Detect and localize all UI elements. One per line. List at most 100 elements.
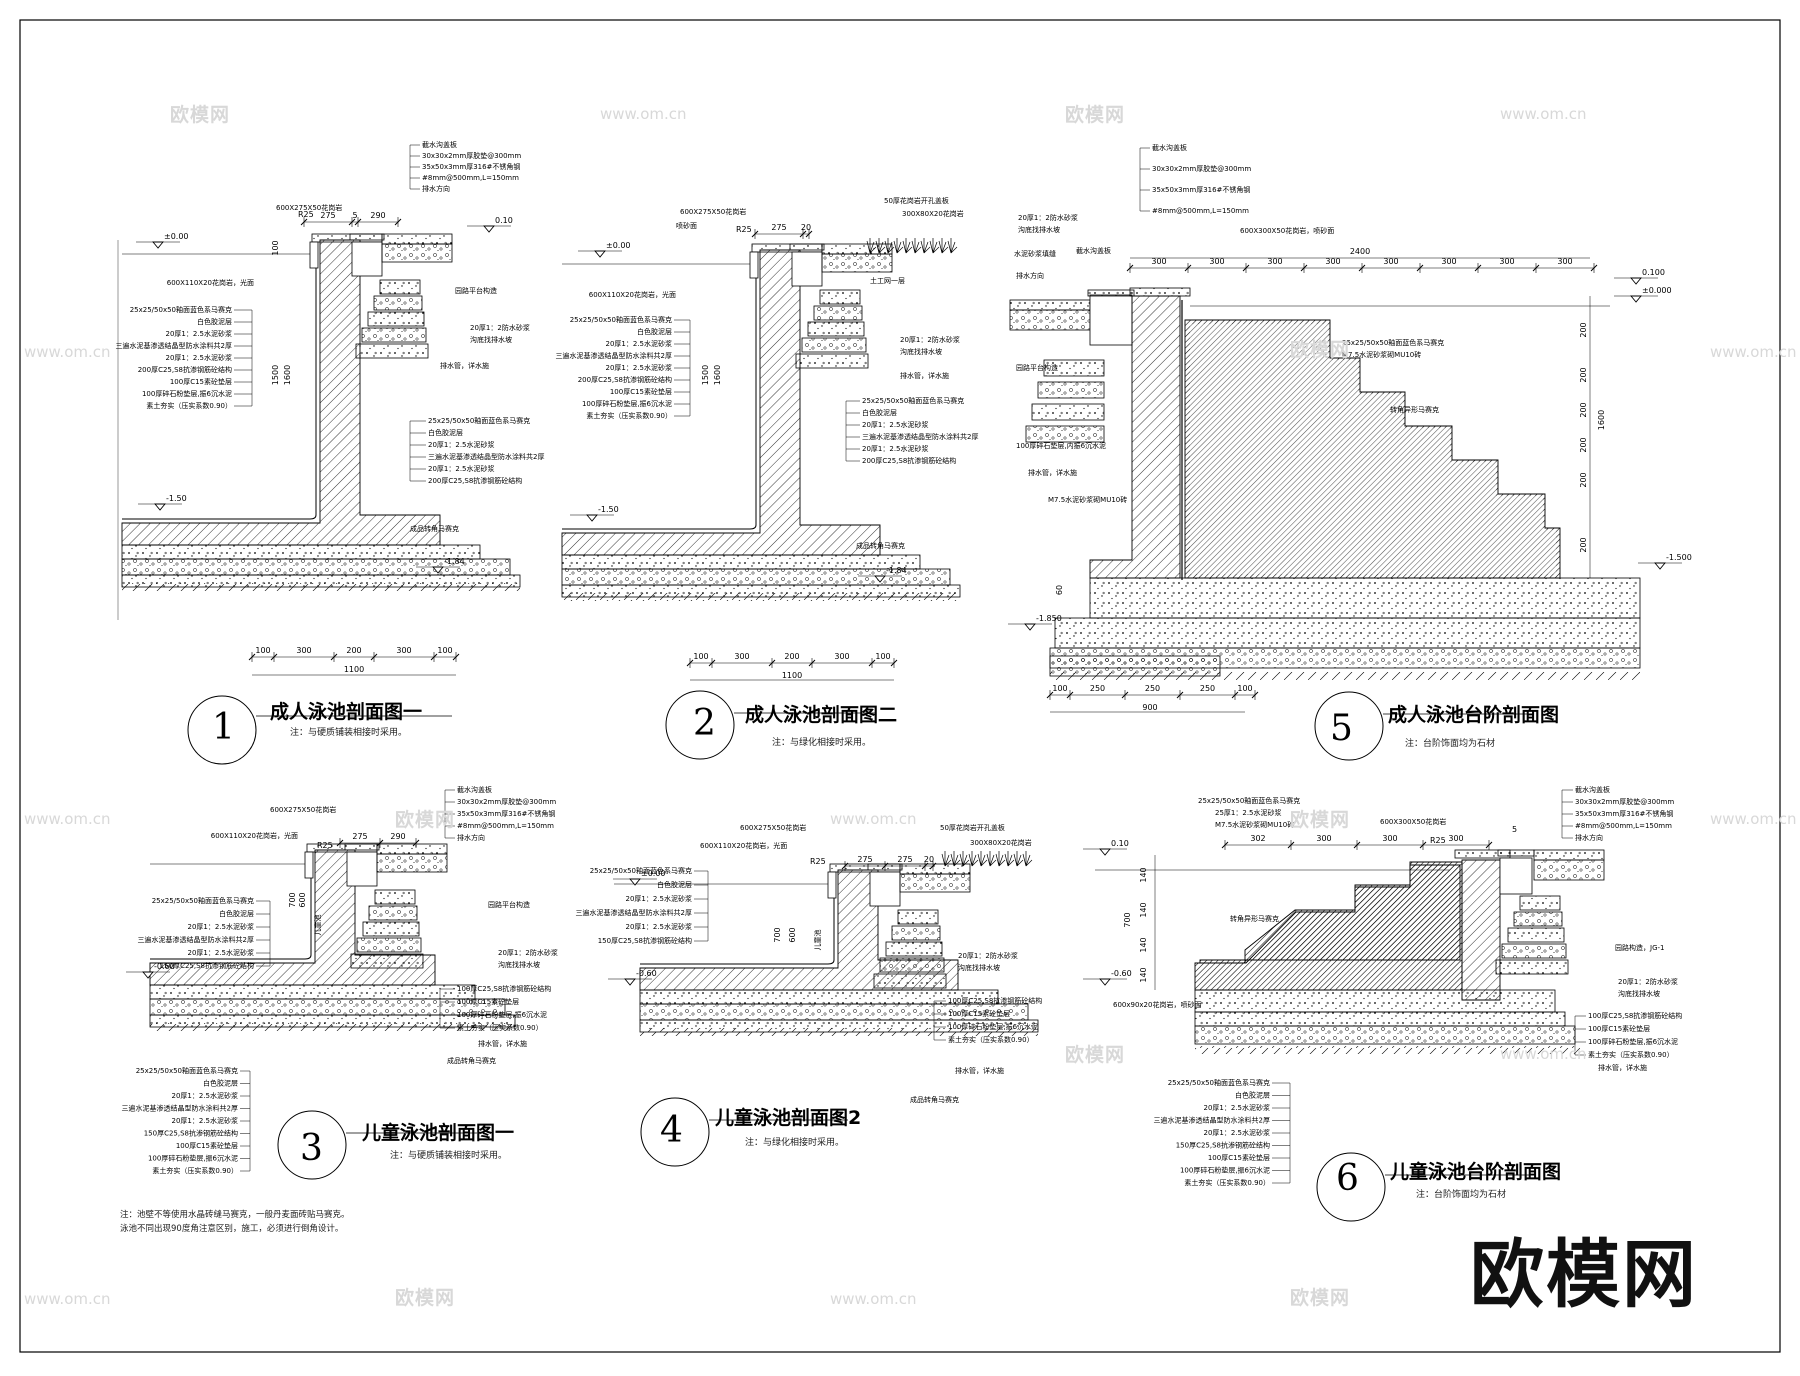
sheet-border [19, 19, 1781, 1353]
drawing-label: 140 [1139, 967, 1148, 982]
drawing-label: 600X300X50花岗岩 [1380, 817, 1446, 826]
drawing-label: 100 [693, 652, 708, 661]
drawing-label: 100 [1237, 684, 1252, 693]
drawing-line [1242, 264, 1250, 272]
drawing-line [1066, 691, 1074, 699]
drawing-label: 排水方向 [457, 833, 485, 842]
drawing-label: 园路平台构造 [1016, 363, 1058, 372]
drawing-label: 素土夯实（压实系数0.90） [948, 1035, 1034, 1044]
drawing-label: 300 [1316, 834, 1331, 843]
grass-symbol [875, 238, 886, 254]
drawing-line [1121, 691, 1129, 699]
drawing-label: 100厚C15素砼垫层 [948, 1009, 1010, 1018]
drawing-label: 35x50x3mm厚316#不锈角钢 [1152, 185, 1250, 194]
adjacent-paving [381, 233, 453, 245]
drawing-label: 100厚碎石粉垫层,振6沉水泥 [148, 1154, 238, 1163]
section-number: 3 [300, 1128, 323, 1169]
c15-layer [1194, 1011, 1566, 1027]
gutter-cover [349, 233, 385, 241]
drawing-label: 白色胶泥层 [1235, 1091, 1270, 1100]
drawing-line [921, 862, 929, 870]
step-layer [350, 953, 424, 969]
drawing-line [1176, 691, 1184, 699]
grass-symbol [938, 238, 949, 254]
grass-symbol [959, 851, 970, 867]
drawing-label: 275 [352, 832, 367, 841]
step-layer [891, 925, 941, 941]
drawing-label: 600X275X50花岗岩 [740, 823, 806, 832]
drawing-label: 截水沟盖板 [1575, 785, 1610, 794]
step-layer [801, 337, 867, 353]
drawing-label: 素土夯实（压实系数0.90） [1588, 1050, 1674, 1059]
drawing-label: 35x50x3mm厚316#不锈角钢 [457, 809, 555, 818]
drawing-line [868, 659, 876, 667]
drawing-label: 100厚C25,S8抗渗钢筋砼结构 [948, 996, 1042, 1005]
drawing-label: 300 [1557, 257, 1572, 266]
drawing-label: 排水方向 [422, 184, 450, 193]
drawing-label: 150厚C25,S8抗渗钢筋砼结构 [144, 1129, 238, 1138]
drawing-label: 20厚1：2防水砂浆 [1018, 213, 1078, 222]
drawing-line [1046, 691, 1054, 699]
watermark-url: www.om.cn [24, 1290, 111, 1308]
drawing-label: 300 [1151, 257, 1166, 266]
drawing-line [768, 659, 776, 667]
drawing-label: 成品转角马赛克 [856, 541, 905, 550]
drawing-label: 25x25/50x50釉面蓝色系马赛克 [136, 1066, 238, 1075]
drawing-label: 20 [924, 855, 934, 864]
brand-logo-text: 欧模网 [1470, 1232, 1698, 1318]
drawing-label: 300X80X20花岗岩 [970, 838, 1032, 847]
gutter-channel [1089, 294, 1133, 346]
drawing-label: 白色胶泥层 [428, 428, 463, 437]
section-number-circle [187, 695, 257, 765]
drawing-label: 600x90x20花岗岩，喷砂面 [1113, 1000, 1201, 1009]
drawing-label: 100厚C15素砼垫层 [176, 1141, 238, 1150]
drawing-label: ±0.00 [641, 869, 666, 878]
drawing-line [929, 862, 937, 870]
drawing-label: 截水沟盖板 [422, 140, 457, 149]
floor-slab [1089, 577, 1641, 619]
step-structure [1199, 864, 1461, 964]
section-note: 注：台阶饰面均为石材 [1416, 1190, 1507, 1200]
watermark-brand: 欧模网 [1065, 104, 1126, 126]
step-layer [1025, 425, 1105, 443]
drawing-label: M7.5水泥砂浆砌MU10砖 [1215, 820, 1294, 829]
section-number-circle [640, 1097, 710, 1167]
drawing-label: 300 [396, 646, 411, 655]
section-note: 注：与硬质铺装相接时采用。 [390, 1151, 508, 1161]
step-layer [873, 973, 947, 989]
watermark-brand: 欧模网 [170, 104, 231, 126]
drawing-label: 600X275X50花岗岩 [270, 805, 336, 814]
section-title: 成人泳池台阶剖面图 [1388, 704, 1560, 726]
drawing-line [430, 653, 438, 661]
drawing-label: -0.60 [154, 962, 175, 971]
level-marker [624, 978, 636, 986]
c15-layer [561, 554, 921, 570]
drawing-label: 140 [1139, 867, 1148, 882]
drawing-line [1358, 264, 1366, 272]
watermark-url: www.om.cn [1710, 810, 1797, 828]
step-layer [807, 321, 865, 337]
step-layer [356, 937, 422, 953]
grass-symbol [977, 851, 988, 867]
drawing-label: 300 [1383, 257, 1398, 266]
step-layer [813, 305, 863, 321]
grass-symbol [968, 851, 979, 867]
drawing-label: 300X80X20花岗岩 [902, 209, 964, 218]
drawing-label: 290 [390, 832, 405, 841]
drawing-label: 园路平台构造 [488, 900, 530, 909]
adjacent-paving [899, 863, 971, 875]
grass-symbol [947, 238, 958, 254]
drawing-label: 白色胶泥层 [637, 327, 672, 336]
gutter-cover [1087, 289, 1135, 297]
drawing-label: 275 [771, 223, 786, 232]
paving-base [899, 873, 971, 893]
drawing-label: 300 [1448, 834, 1463, 843]
grass-symbol [920, 238, 931, 254]
drawing-label: 1500 [271, 365, 280, 385]
drawing-line [751, 230, 759, 238]
section-number-circle [1316, 1152, 1386, 1222]
drawing-label: 沟底找排水坡 [498, 960, 540, 969]
section-title: 成人泳池剖面图一 [270, 701, 423, 723]
step-layer [1513, 911, 1563, 927]
level-marker [1024, 623, 1036, 631]
